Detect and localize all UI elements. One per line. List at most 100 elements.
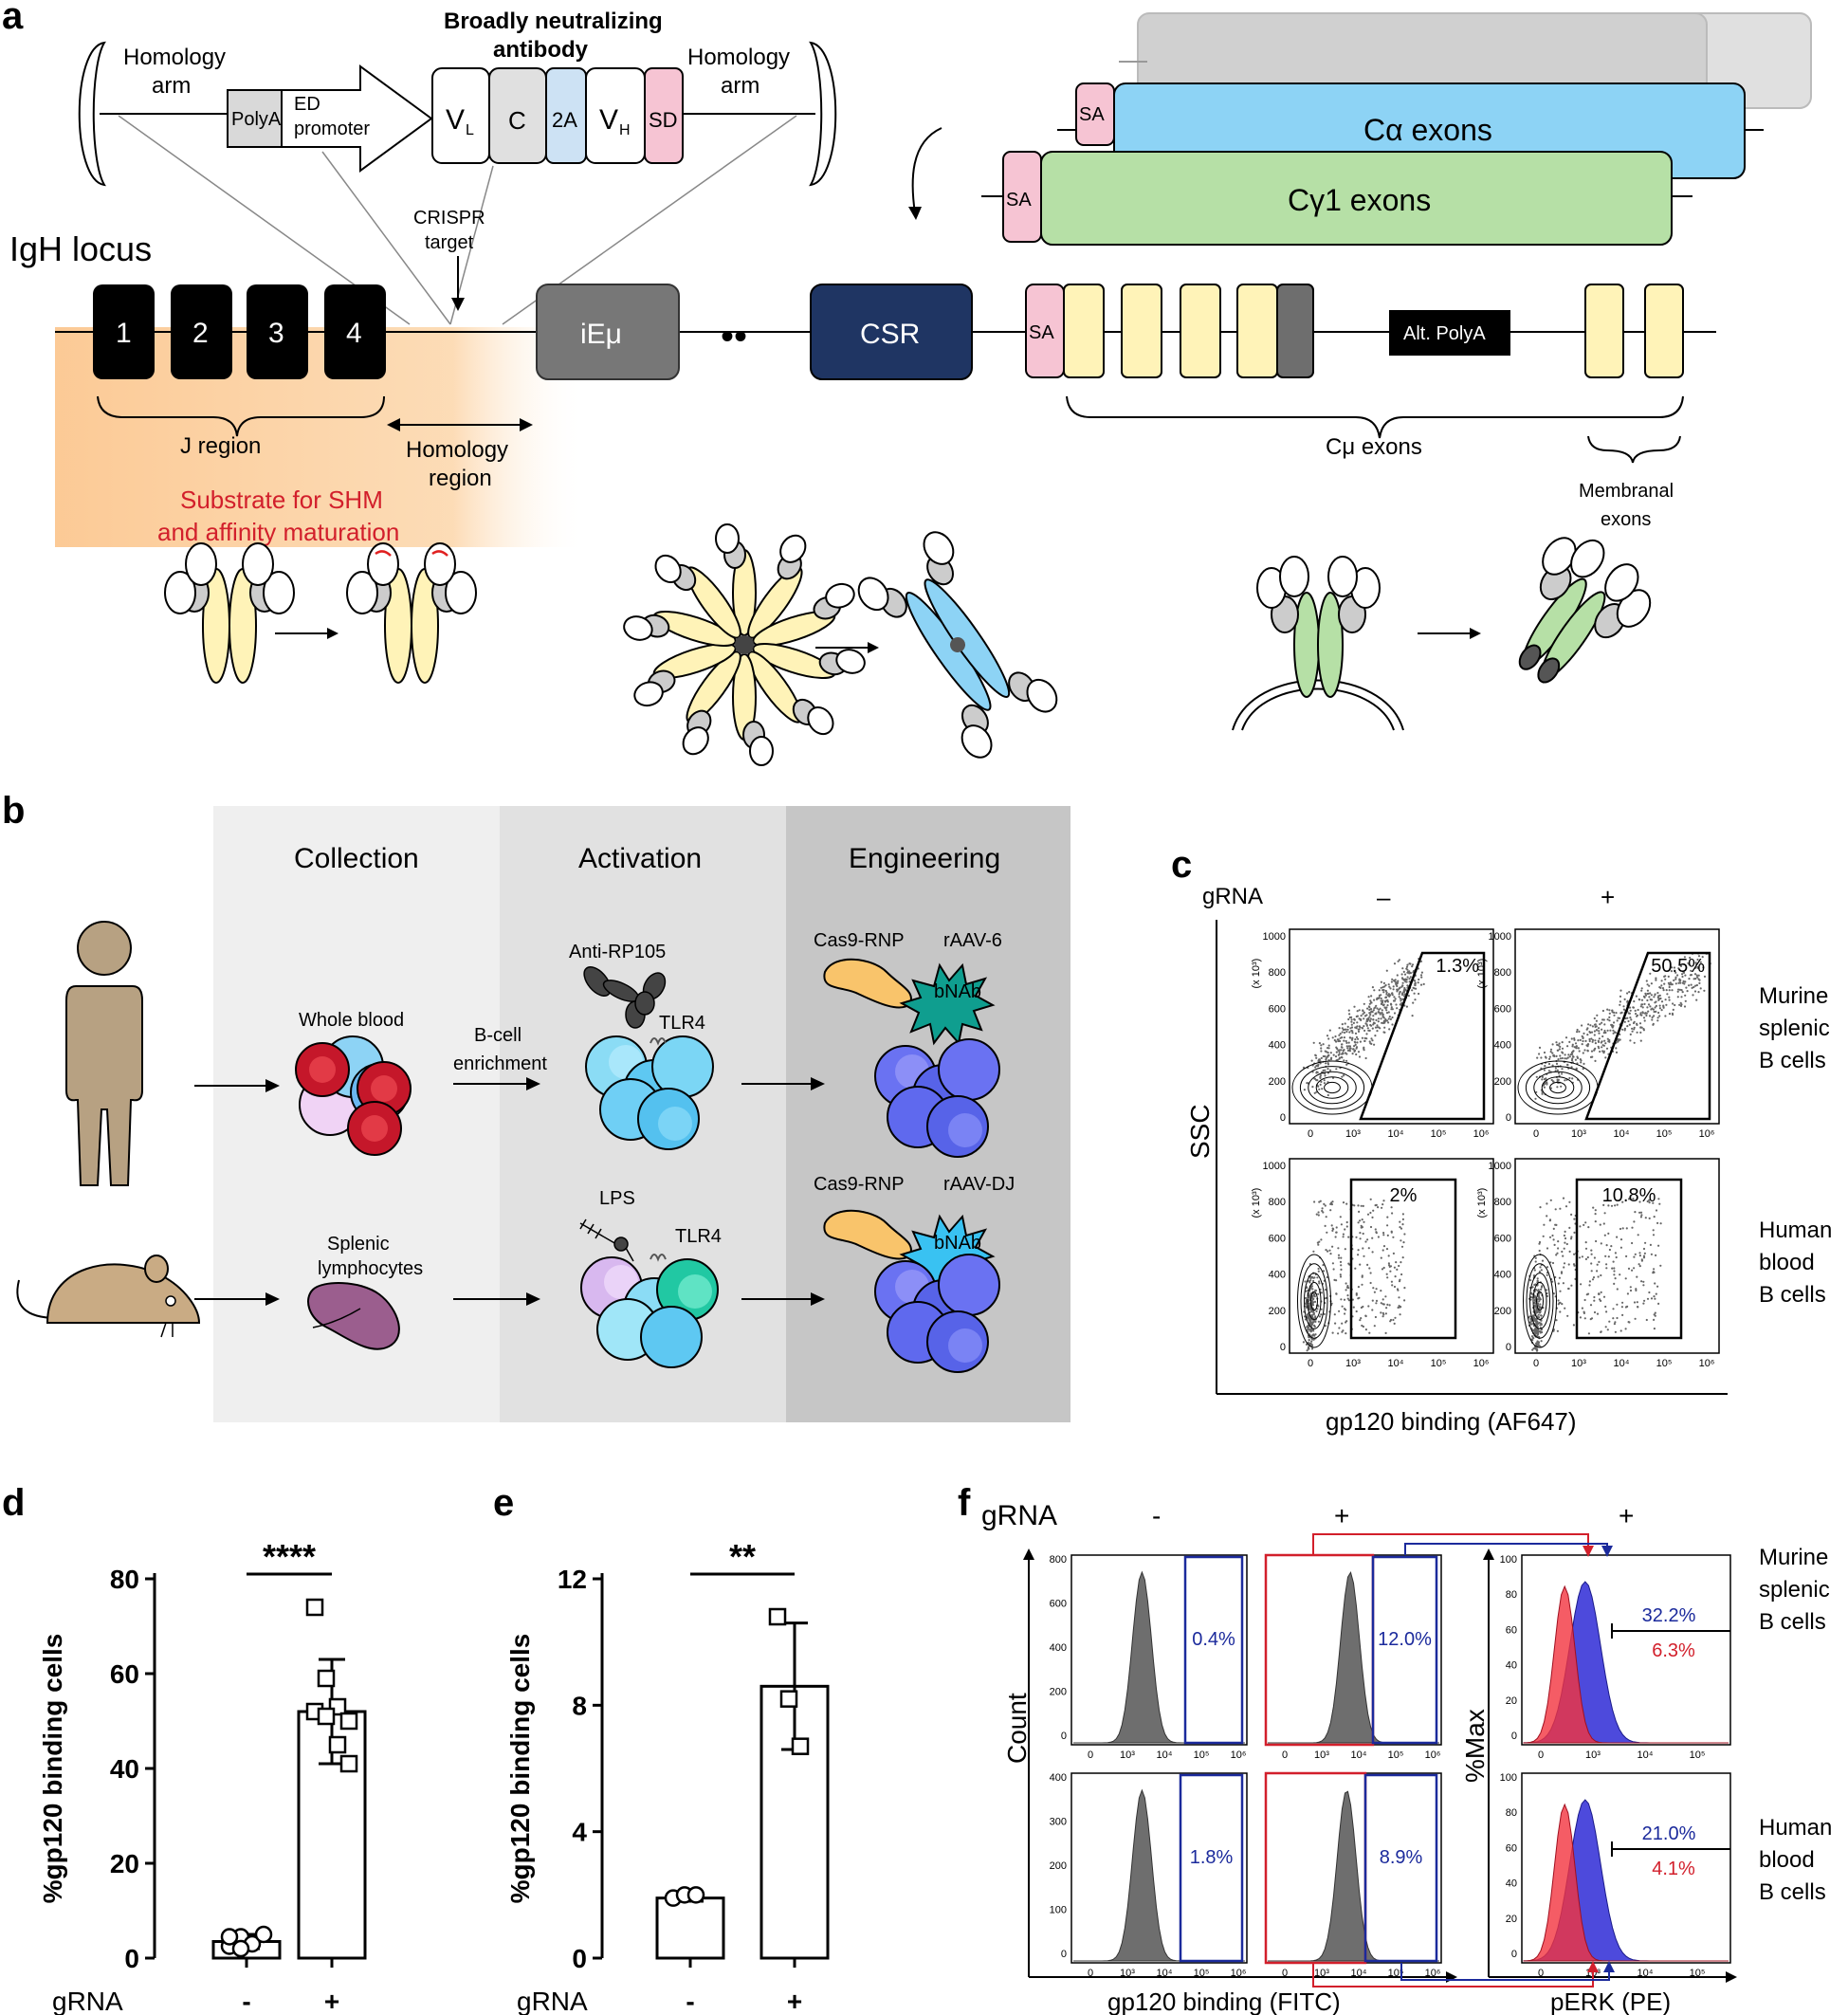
svg-text:200: 200	[1269, 1076, 1286, 1088]
raav6-icon	[899, 962, 996, 1046]
c-grna-label: gRNA	[1202, 884, 1263, 909]
svg-text:10⁵: 10⁵	[1690, 1968, 1706, 1979]
svg-text:10⁴: 10⁴	[1388, 1358, 1404, 1369]
c-xlabel: gp120 binding (AF647)	[1326, 1407, 1577, 1436]
svg-text:10³: 10³	[1314, 1968, 1329, 1979]
data-point	[779, 1690, 798, 1708]
csr-label: CSR	[860, 319, 920, 350]
f-plus1-label: +	[1334, 1501, 1349, 1530]
engineered-b-cells-bottom	[874, 1254, 1000, 1373]
sd-label: SD	[649, 108, 678, 132]
svg-text:10⁴: 10⁴	[1638, 1968, 1654, 1979]
svg-text:Human: Human	[1759, 1815, 1832, 1841]
gate	[1371, 1555, 1438, 1745]
homology-arm-right	[683, 41, 837, 187]
perk-red-label: 6.3%	[1652, 1640, 1695, 1661]
svg-text:splenic: splenic	[1759, 1577, 1830, 1603]
svg-text:B cells: B cells	[1759, 1048, 1826, 1073]
svg-text:800: 800	[1269, 967, 1286, 979]
svg-text:100: 100	[1050, 1905, 1067, 1916]
y-axis-label: %gp120 binding cells	[505, 1634, 535, 1904]
y-tick-label: 0	[124, 1944, 139, 1973]
svg-text:10⁴: 10⁴	[1157, 1968, 1173, 1979]
switch-arrow	[911, 127, 942, 214]
svg-text:10⁴: 10⁴	[1388, 1128, 1404, 1140]
data-point	[686, 1886, 705, 1904]
splenic-label-1: Splenic	[327, 1234, 390, 1255]
whole-blood-label: Whole blood	[299, 1010, 404, 1031]
data-point	[791, 1737, 810, 1755]
homology-region-label-2: region	[429, 466, 492, 491]
svg-text:10⁴: 10⁴	[1351, 1749, 1367, 1761]
whole-blood-cells	[295, 1035, 412, 1156]
lps-icon	[579, 1218, 634, 1262]
c-ssc-label: SSC	[1185, 1104, 1215, 1159]
svg-text:10⁶: 10⁶	[1425, 1749, 1441, 1761]
svg-text:600: 600	[1494, 1233, 1511, 1244]
perk-blue-label: 21.0%	[1642, 1823, 1696, 1844]
vh-sub: H	[619, 122, 631, 138]
gate	[1363, 1773, 1438, 1963]
anti-rp105-antibody	[583, 966, 667, 1029]
ed-promoter-label-2: promoter	[294, 119, 370, 139]
cg1-exons-box	[1040, 151, 1673, 246]
cg1-exons-label: Cγ1 exons	[1288, 183, 1431, 217]
svg-text:0: 0	[1282, 1968, 1288, 1979]
b-cell-enrichment-label-2: enrichment	[453, 1053, 547, 1074]
panel-label-d: d	[2, 1482, 25, 1524]
f-plus2-label: +	[1619, 1501, 1634, 1530]
svg-text:0: 0	[1533, 1128, 1539, 1140]
svg-text:10⁵: 10⁵	[1194, 1968, 1210, 1979]
svg-text:10⁴: 10⁴	[1614, 1128, 1630, 1140]
homology-arm-left-label-1: Homology	[123, 45, 226, 70]
gate-label: 1.8%	[1190, 1847, 1234, 1868]
svg-text:B cells: B cells	[1759, 1609, 1826, 1635]
y-tick-label: 0	[572, 1944, 587, 1973]
gate	[1183, 1555, 1244, 1745]
svg-text:60: 60	[1506, 1842, 1517, 1854]
perk-blue-label: 32.2%	[1642, 1605, 1696, 1626]
svg-text:10⁶: 10⁶	[1231, 1968, 1247, 1979]
svg-text:(x 10³): (x 10³)	[1476, 959, 1488, 989]
svg-text:0: 0	[1280, 1342, 1286, 1353]
gate-label: 10.8%	[1602, 1185, 1656, 1206]
svg-text:600: 600	[1050, 1599, 1067, 1610]
svg-text:10⁶: 10⁶	[1231, 1749, 1247, 1761]
bar	[655, 1896, 725, 1960]
x-tick-label: +	[324, 1987, 339, 2015]
svg-text:10⁶: 10⁶	[1473, 1128, 1490, 1140]
svg-text:10⁵: 10⁵	[1690, 1749, 1706, 1761]
svg-text:10⁵: 10⁵	[1388, 1968, 1404, 1979]
gate-label: 12.0%	[1378, 1629, 1432, 1650]
svg-text:(x 10³): (x 10³)	[1476, 1188, 1488, 1218]
svg-text:10⁵: 10⁵	[1431, 1128, 1447, 1140]
svg-text:0: 0	[1088, 1749, 1093, 1761]
svg-text:40: 40	[1506, 1878, 1517, 1890]
svg-text:10⁵: 10⁵	[1388, 1749, 1404, 1761]
svg-text:0: 0	[1280, 1112, 1286, 1124]
f-count-label: Count	[1002, 1693, 1032, 1764]
f-minus-label: -	[1152, 1501, 1161, 1530]
collection-title: Collection	[294, 843, 419, 874]
svg-text:400: 400	[1494, 1270, 1511, 1281]
y-tick-label: 20	[110, 1849, 139, 1878]
svg-text:(x 10³): (x 10³)	[1251, 1188, 1262, 1218]
gate-label: 50.5%	[1651, 956, 1705, 977]
svg-text:100: 100	[1500, 1554, 1517, 1566]
svg-text:0: 0	[1511, 1949, 1517, 1960]
svg-text:200: 200	[1269, 1306, 1286, 1317]
c-plus-label: +	[1601, 883, 1615, 911]
cas9-bottom-label: Cas9-RNP	[814, 1174, 905, 1195]
c-row-murine-label: Murine splenic B cells	[1759, 983, 1830, 1073]
svg-text:300: 300	[1050, 1817, 1067, 1828]
svg-text:B cells: B cells	[1759, 1282, 1826, 1308]
panel-label-e: e	[493, 1482, 514, 1524]
